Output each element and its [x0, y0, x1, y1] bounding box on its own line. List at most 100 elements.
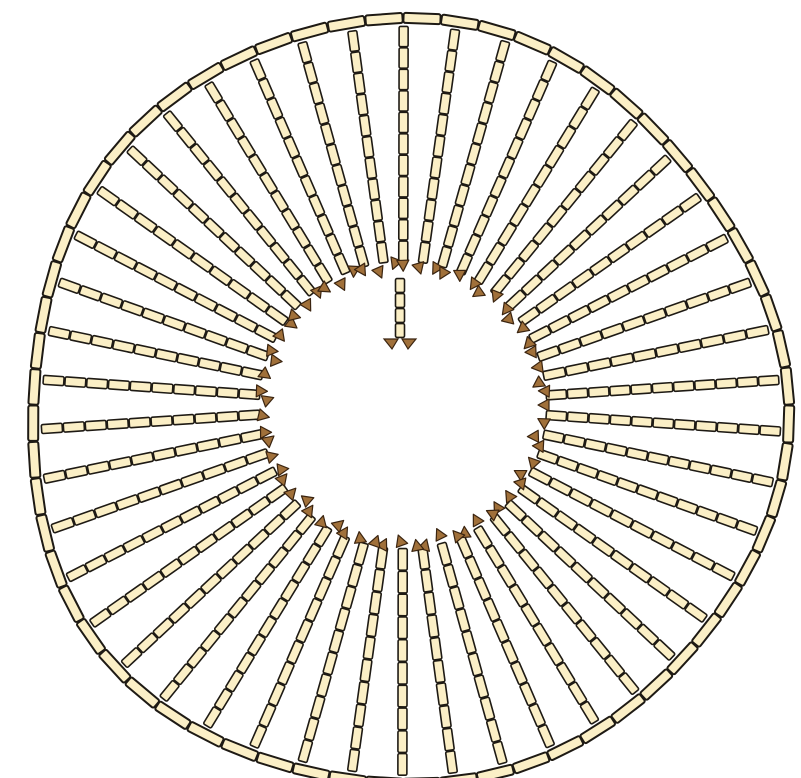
bar-segment — [396, 279, 405, 293]
bar-segment — [398, 594, 407, 616]
bar-segment — [449, 586, 464, 609]
bar-segment — [277, 661, 294, 685]
bar-segment — [717, 423, 738, 433]
bar-segment — [706, 234, 729, 252]
bar-segment — [430, 637, 442, 660]
rim-segment — [28, 442, 40, 478]
rim-segment — [777, 443, 793, 481]
bar-segment — [610, 385, 631, 395]
bar-segment — [701, 335, 724, 348]
bar-segment — [480, 697, 495, 720]
bar-segment — [608, 244, 630, 263]
bar-segment — [537, 260, 558, 281]
bar-segment — [644, 218, 666, 237]
bar-segment — [214, 613, 234, 634]
bar-segment — [504, 257, 524, 279]
bar-segment — [270, 242, 290, 263]
bar-segment — [163, 315, 186, 331]
bar-segment — [520, 682, 537, 706]
bar-segment — [651, 531, 674, 549]
rim-segment — [157, 82, 192, 112]
spoke — [399, 26, 408, 261]
bar-segment — [360, 659, 372, 682]
bar-segment — [620, 608, 642, 629]
bar-segment — [685, 603, 708, 623]
bar-segment — [398, 617, 407, 639]
bar-segment — [510, 203, 529, 226]
bar-segment — [298, 740, 313, 763]
bar-segment — [239, 410, 260, 420]
bar-segment — [716, 513, 738, 528]
cone — [397, 260, 409, 271]
rim-segment — [637, 113, 669, 146]
rim-segment — [31, 478, 46, 515]
bar-segment — [533, 567, 554, 589]
cone — [431, 526, 447, 541]
bar-segment — [533, 623, 552, 646]
bar-segment — [300, 175, 316, 197]
bar-segment — [303, 245, 321, 267]
bar-segment — [317, 214, 333, 236]
bar-segment — [519, 240, 539, 262]
rim-segment — [58, 585, 84, 623]
bar-segment — [674, 420, 695, 430]
bar-segment — [267, 97, 283, 119]
bar-segment — [398, 640, 407, 662]
bar-segment — [549, 478, 572, 496]
bar-segment — [462, 631, 477, 654]
cone — [301, 492, 315, 507]
bar-segment — [653, 418, 674, 428]
bar-segment — [396, 324, 405, 338]
bar-segment — [216, 176, 236, 197]
bar-segment — [259, 704, 276, 728]
bar-segment — [486, 242, 505, 265]
bar-segment — [153, 618, 174, 639]
bar-segment — [304, 718, 319, 741]
bar-segment — [588, 358, 611, 371]
bar-segment — [446, 751, 458, 774]
bar-segment — [643, 308, 666, 324]
bar-segment — [631, 384, 652, 394]
bar-segment — [433, 136, 445, 157]
bar-segment — [607, 285, 630, 303]
bar-segment — [573, 524, 596, 544]
bar-segment — [354, 704, 366, 727]
bar-segment — [398, 685, 407, 707]
bar-segment — [661, 206, 683, 225]
rim-segment — [291, 22, 329, 41]
rim-segment — [255, 32, 293, 54]
bar-segment — [473, 215, 489, 237]
bar-segment — [169, 603, 190, 624]
inner-spoke — [384, 279, 416, 349]
bar-segment — [309, 195, 325, 217]
bar-segment — [175, 443, 198, 456]
bar-segment — [292, 227, 310, 249]
bar-segment — [538, 724, 555, 748]
rim-segment — [45, 550, 67, 588]
rim-segment — [734, 550, 760, 587]
spoke — [546, 375, 779, 399]
bar-segment — [255, 467, 277, 484]
bar-segment — [354, 542, 369, 565]
bar-segment — [73, 510, 96, 526]
bar-segment — [326, 144, 340, 166]
bar-segment — [174, 283, 197, 301]
rim-segment — [686, 167, 715, 201]
bar-segment — [114, 252, 137, 270]
bar-segment — [666, 254, 689, 272]
bar-segment — [474, 675, 489, 698]
bar-segment — [321, 123, 335, 145]
bar-segment — [368, 179, 380, 200]
bar-segment — [468, 653, 483, 676]
bar-segment — [737, 377, 758, 387]
bar-segment — [282, 530, 302, 551]
cone — [266, 449, 280, 464]
bar-segment — [398, 754, 407, 776]
bar-segment — [43, 470, 66, 483]
rim-segment — [640, 669, 673, 701]
rim-segment — [42, 261, 61, 298]
bar-segment — [438, 246, 452, 268]
spoke — [398, 549, 407, 776]
bar-segment — [142, 571, 164, 590]
bar-segment — [590, 256, 612, 275]
